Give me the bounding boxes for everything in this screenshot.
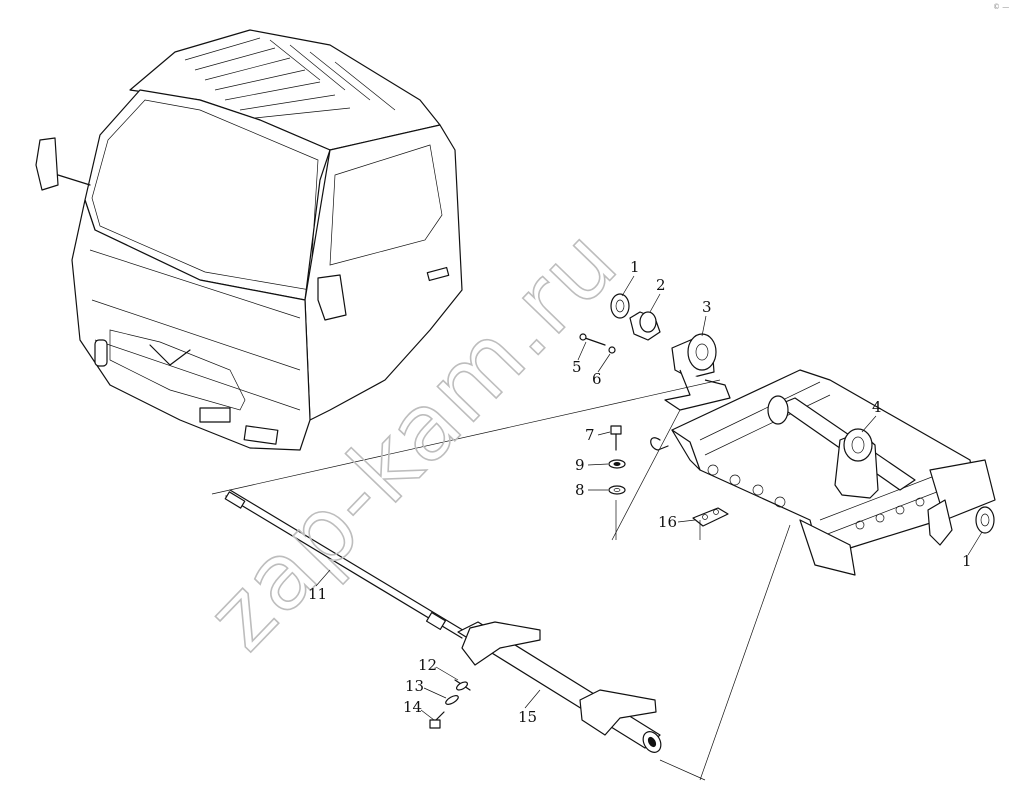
callout-3: 3 (702, 298, 712, 316)
leader-lines (211, 379, 791, 781)
callout-16: 16 (658, 513, 677, 531)
callout-11: 11 (308, 585, 327, 603)
chassis-frame (650, 369, 996, 576)
callout-2: 2 (656, 276, 666, 294)
callout-7: 7 (585, 426, 595, 444)
corner-mark: © — (993, 3, 1009, 11)
callout-8: 8 (575, 481, 585, 499)
fasteners-7-8-9 (608, 425, 626, 495)
callout-group: 1 2 3 4 5 6 7 9 8 16 1 11 12 13 14 15 (308, 258, 983, 726)
truck-cab (35, 29, 463, 451)
callout-15: 15 (518, 708, 537, 726)
rod-and-tube (224, 489, 662, 753)
callout-13: 13 (405, 677, 424, 695)
callout-6: 6 (592, 370, 602, 388)
callout-1-right: 1 (962, 552, 972, 570)
callout-5: 5 (572, 358, 582, 376)
callout-1-top: 1 (630, 258, 640, 276)
bracket-assembly (579, 293, 731, 411)
fasteners-12-13-14 (429, 679, 471, 729)
callout-9: 9 (575, 456, 585, 474)
callout-4: 4 (872, 398, 882, 416)
callout-12: 12 (418, 656, 437, 674)
callout-14: 14 (403, 698, 422, 716)
